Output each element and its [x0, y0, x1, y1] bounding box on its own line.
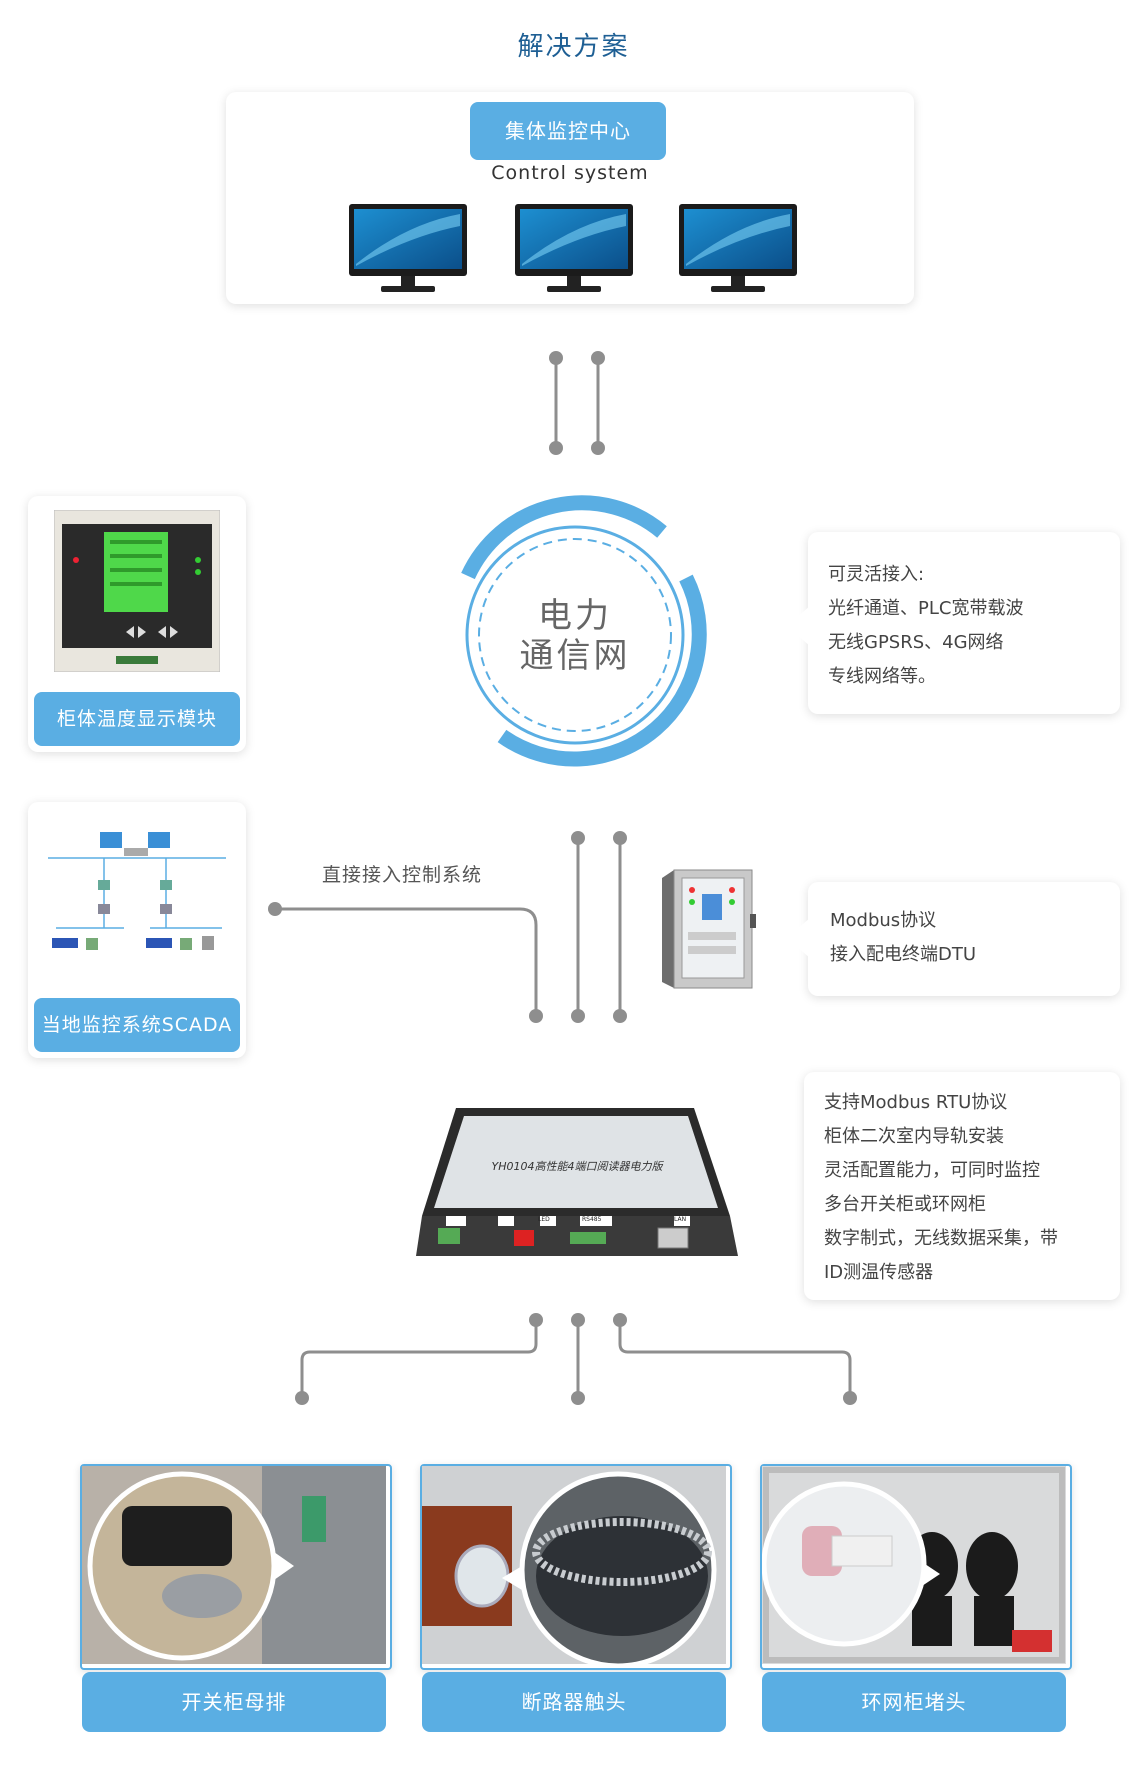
- device-note-line: 数字制式，无线数据采集，带: [824, 1228, 1058, 1249]
- temp-module-label: 柜体温度显示模块: [34, 692, 240, 746]
- scada-label: 当地监控系统SCADA: [34, 998, 240, 1052]
- device-note-line: 灵活配置能力，可同时监控: [824, 1160, 1040, 1181]
- device-note-line: 柜体二次室内导轨安装: [824, 1126, 1004, 1147]
- breaker-photo: [422, 1466, 726, 1664]
- target-photo-ringmain: [760, 1464, 1072, 1670]
- callout-pointer: [786, 918, 810, 958]
- reader-device-name: YH0104高性能4端口阅读器电力版: [491, 1160, 663, 1173]
- control-center-subtitle: Control system: [491, 162, 649, 184]
- network-ring-graphic: [461, 495, 707, 767]
- device-note-line: 多台开关柜或环网柜: [824, 1194, 986, 1215]
- device-note-line: ID测温传感器: [824, 1262, 934, 1283]
- direct-access-label: 直接接入控制系统: [322, 864, 483, 886]
- dtu-cabinet-image: [662, 869, 756, 989]
- reader-port-label: RS485: [582, 1216, 602, 1223]
- temp-display-image: [54, 510, 220, 672]
- scada-diagram-image: [48, 832, 226, 950]
- monitor-icon: [515, 204, 633, 292]
- scada-card: 当地监控系统SCADA: [28, 802, 246, 1058]
- ringmain-photo: [762, 1466, 1066, 1664]
- monitor-icon: [679, 204, 797, 292]
- device-note-line: 支持Modbus RTU协议: [824, 1092, 1008, 1113]
- access-note-line: 光纤通道、PLC宽带载波: [828, 598, 1024, 619]
- modbus-note-line: 接入配电终端DTU: [830, 944, 977, 965]
- busbar-photo: [82, 1466, 386, 1664]
- power-network-node: 电力 通信网: [430, 490, 720, 780]
- network-label-line2: 通信网: [519, 636, 631, 676]
- reader-device-image: [416, 1108, 738, 1256]
- target-label-breaker: 断路器触头: [422, 1672, 726, 1732]
- temp-module-card: 柜体温度显示模块: [28, 496, 246, 752]
- access-note-line: 专线网络等。: [828, 666, 936, 687]
- modbus-note-card: Modbus协议 接入配电终端DTU: [786, 882, 1120, 996]
- page-title: 解决方案: [517, 32, 630, 62]
- reader-device: YH0104高性能4端口阅读器电力版 LED RS485 LAN: [412, 1106, 742, 1266]
- reader-port-label: LAN: [674, 1216, 687, 1223]
- callout-pointer: [786, 606, 810, 646]
- control-center-card: 集体监控中心 Control system: [226, 92, 914, 304]
- target-photo-breaker: [420, 1464, 732, 1670]
- control-center-label: 集体监控中心: [470, 102, 666, 160]
- monitor-icon: [349, 204, 467, 292]
- access-note-card: 可灵活接入: 光纤通道、PLC宽带载波 无线GPSRS、4G网络 专线网络等。: [786, 532, 1120, 714]
- target-label-ringmain: 环网柜堵头: [762, 1672, 1066, 1732]
- network-label-line1: 电力: [538, 596, 612, 636]
- reader-port-label: LED: [538, 1216, 550, 1223]
- target-photo-busbar: [80, 1464, 392, 1670]
- target-label-busbar: 开关柜母排: [82, 1672, 386, 1732]
- device-note-card: 支持Modbus RTU协议 柜体二次室内导轨安装 灵活配置能力，可同时监控 多…: [804, 1072, 1120, 1300]
- access-note-line: 无线GPSRS、4G网络: [828, 632, 1004, 653]
- modbus-note-line: Modbus协议: [830, 910, 937, 931]
- access-note-line: 可灵活接入:: [828, 564, 925, 585]
- monitor-icons: [349, 204, 797, 292]
